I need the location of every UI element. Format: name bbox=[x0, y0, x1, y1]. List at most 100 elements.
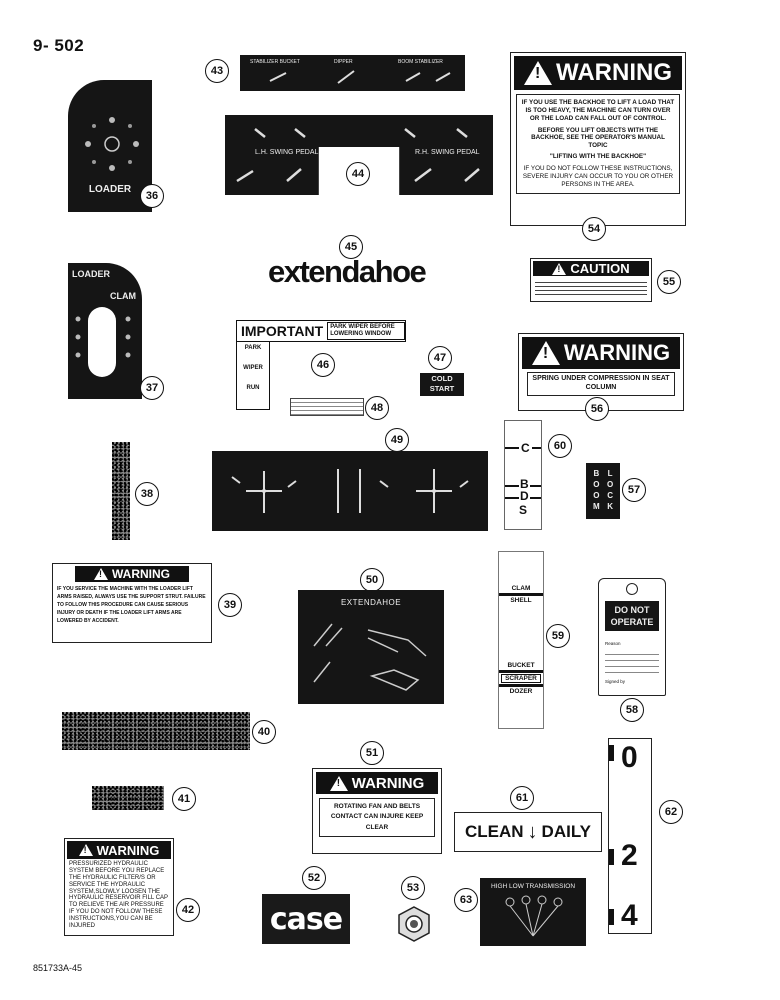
callout-50: 50 bbox=[360, 568, 384, 592]
scale-letter-c: C bbox=[519, 441, 532, 455]
callout-36: 36 bbox=[140, 184, 164, 208]
warning-51-head: WARNING bbox=[351, 774, 425, 792]
tag-title: DO NOT OPERATE bbox=[605, 601, 659, 631]
reflector-strip-long bbox=[62, 712, 250, 750]
callout-55: 55 bbox=[657, 270, 681, 294]
gauge-value-4: 4 bbox=[621, 899, 638, 932]
clam-title: CLAM bbox=[110, 291, 136, 301]
backhoe-diagram-icon bbox=[313, 623, 427, 691]
lock-letter-4: K bbox=[607, 502, 613, 511]
important-title: IMPORTANT bbox=[241, 323, 324, 339]
callout-58: 58 bbox=[620, 698, 644, 722]
callout-61: 61 bbox=[510, 786, 534, 810]
callout-45: 45 bbox=[339, 235, 363, 259]
cold-start-line1: COLD bbox=[431, 374, 453, 383]
boom-letter-1: B bbox=[593, 469, 600, 478]
gauge-value-0: 0 bbox=[621, 741, 638, 774]
callout-62: 62 bbox=[659, 800, 683, 824]
callout-47: 47 bbox=[428, 346, 452, 370]
clamshell-selector-decal: CLAM SHELL BUCKET SCRAPER DOZER bbox=[498, 551, 544, 729]
selector-scraper: SCRAPER bbox=[501, 674, 541, 683]
reflector-strip-small bbox=[92, 786, 164, 810]
boom-letter-2: O bbox=[593, 480, 600, 489]
boom-lock-decal: B O O M L O C K bbox=[586, 463, 620, 519]
caution-triangle-icon bbox=[552, 262, 567, 275]
selector-clam: CLAM bbox=[511, 585, 531, 592]
callout-43: 43 bbox=[205, 59, 229, 83]
caution-fine-print bbox=[535, 279, 647, 295]
pedal-arrows-icon bbox=[236, 128, 480, 183]
transmission-title: HIGH LOW TRANSMISSION bbox=[490, 883, 576, 890]
tag-signed: Signed by bbox=[605, 679, 626, 684]
callout-44: 44 bbox=[346, 162, 370, 186]
lock-letter-3: C bbox=[607, 491, 613, 500]
clean-daily-decal: CLEAN ↓ DAILY bbox=[454, 812, 602, 852]
daily-label: DAILY bbox=[541, 822, 591, 841]
transmission-decal: HIGH LOW TRANSMISSION bbox=[480, 878, 586, 946]
warning-decal-fan: WARNING ROTATING FAN AND BELTS CONTACT C… bbox=[312, 768, 442, 854]
boom-letter-3: O bbox=[593, 491, 600, 500]
selector-dozer: DOZER bbox=[509, 688, 533, 695]
extendahoe-decal-title: EXTENDAHOE bbox=[340, 598, 402, 607]
case-logo-text: case bbox=[269, 901, 343, 937]
warning-54-p1: IF YOU USE THE BACKHOE TO LIFT A LOAD TH… bbox=[521, 99, 675, 122]
shift-pattern-icon bbox=[505, 895, 563, 937]
scale-letter-d: D bbox=[519, 489, 530, 503]
loader-clam-dots-icon bbox=[75, 316, 131, 358]
warning-51-body: ROTATING FAN AND BELTS CONTACT CAN INJUR… bbox=[319, 798, 435, 838]
callout-39: 39 bbox=[218, 593, 242, 617]
warning-triangle-icon bbox=[329, 775, 348, 791]
warning-39-body: IF YOU SERVICE THE MACHINE WITH THE LOAD… bbox=[57, 586, 206, 624]
callout-49: 49 bbox=[385, 428, 409, 452]
loader-control-pattern-icon bbox=[85, 117, 139, 171]
bds-indicator-decal: C B D S bbox=[504, 420, 542, 530]
control-label-1: STABILIZER BUCKET bbox=[250, 59, 300, 65]
down-arrow-icon: ↓ bbox=[527, 820, 538, 843]
warning-decal-backhoe: WARNING IF YOU USE THE BACKHOE TO LIFT A… bbox=[510, 52, 686, 226]
warning-42-head: WARNING bbox=[96, 842, 160, 858]
callout-40: 40 bbox=[252, 720, 276, 744]
reflector-strip-vertical bbox=[112, 442, 130, 540]
control-label-2: DIPPER bbox=[334, 59, 353, 65]
pattern-arrows-icon bbox=[231, 469, 469, 513]
control-label-3: BOOM STABILIZER bbox=[398, 59, 443, 65]
loader-clam-title: LOADER bbox=[72, 269, 110, 279]
level-gauge-decal: 0 2 4 bbox=[608, 738, 652, 934]
warning-54-p2: BEFORE YOU LIFT OBJECTS WITH THE BACKHOE… bbox=[531, 126, 665, 150]
warning-triangle-icon bbox=[78, 844, 93, 856]
clean-label: CLEAN bbox=[464, 822, 524, 841]
callout-48: 48 bbox=[365, 396, 389, 420]
warning-decal-spring: WARNING SPRING UNDER COMPRESSION IN SEAT… bbox=[518, 333, 684, 411]
warning-54-head: WARNING bbox=[556, 59, 672, 86]
callout-53: 53 bbox=[401, 876, 425, 900]
selector-bucket: BUCKET bbox=[507, 662, 535, 669]
warning-triangle-icon bbox=[524, 61, 552, 85]
gauge-value-2: 2 bbox=[621, 839, 638, 872]
lh-swing-label: L.H. SWING PEDAL bbox=[255, 149, 319, 156]
warning-decal-hydraulic: WARNING PRESSURIZED HYDRAULIC SYSTEM BEF… bbox=[64, 838, 174, 936]
scale-letter-b: B bbox=[519, 477, 530, 491]
extendahoe-diagram-decal: EXTENDAHOE bbox=[298, 590, 444, 704]
callout-46: 46 bbox=[311, 353, 335, 377]
figure-code: 851733A-45 bbox=[33, 963, 83, 973]
caution-decal: CAUTION bbox=[530, 258, 652, 302]
wiper-label: WIPER bbox=[243, 365, 263, 371]
callout-37: 37 bbox=[140, 376, 164, 400]
important-wiper-decal: IMPORTANT PARK WIPER BEFORE LOWERING WIN… bbox=[236, 320, 406, 410]
wiper-run-label: RUN bbox=[246, 385, 260, 391]
callout-56: 56 bbox=[585, 397, 609, 421]
callout-60: 60 bbox=[548, 434, 572, 458]
tag-reason: Reason bbox=[605, 641, 621, 646]
callout-57: 57 bbox=[622, 478, 646, 502]
loader-decal: LOADER bbox=[68, 80, 152, 212]
warning-decal-loader-arms: WARNING IF YOU SERVICE THE MACHINE WITH … bbox=[52, 563, 212, 643]
callout-38: 38 bbox=[135, 482, 159, 506]
backhoe-pattern-decal bbox=[212, 451, 488, 531]
lock-letter-2: O bbox=[607, 480, 614, 489]
warning-42-body: PRESSURIZED HYDRAULIC SYSTEM BEFORE YOU … bbox=[69, 861, 168, 930]
callout-63: 63 bbox=[454, 888, 478, 912]
warning-triangle-icon bbox=[94, 568, 108, 580]
lock-letter-1: L bbox=[607, 469, 613, 478]
small-instruction-decal bbox=[290, 398, 364, 416]
callout-51: 51 bbox=[360, 741, 384, 765]
